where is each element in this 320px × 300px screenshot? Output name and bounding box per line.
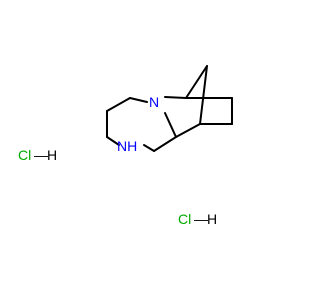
bond-ch2-top-ch2-left [106,97,131,112]
amine-nh-label: NH [117,138,137,154]
salt-bond-dash: — [194,211,208,227]
bond-c9a-n1 [164,112,177,138]
hydrogen-label: H [207,211,217,227]
piperazine-ring-bonds [106,97,177,152]
molecule-structure: N NH Cl — H Cl — H [18,65,233,227]
bond-ch2-bottom-c9a [153,136,177,152]
bond-n1-bridgehead-top [164,96,187,99]
hydrogen-label: H [47,147,57,163]
bond-ch2-lower-nh [106,136,120,146]
bond-bridgehead-top-bridge [185,65,208,99]
salt-bond-dash: — [34,147,48,163]
hydrochloride-salt-2: Cl — H [178,211,217,227]
bond-bridge-ch-right [199,65,208,125]
ring-nitrogen-label: N [149,94,159,110]
bond-n1-ch2-top [129,97,148,103]
bond-nh-ch2-bottom [143,144,155,152]
chlorine-label: Cl [18,147,31,163]
bond-c9a-ch-right [175,123,201,138]
chlorine-label: Cl [178,211,191,227]
hydrochloride-salt-1: Cl — H [18,147,57,163]
bicyclic-bonds [164,65,233,138]
